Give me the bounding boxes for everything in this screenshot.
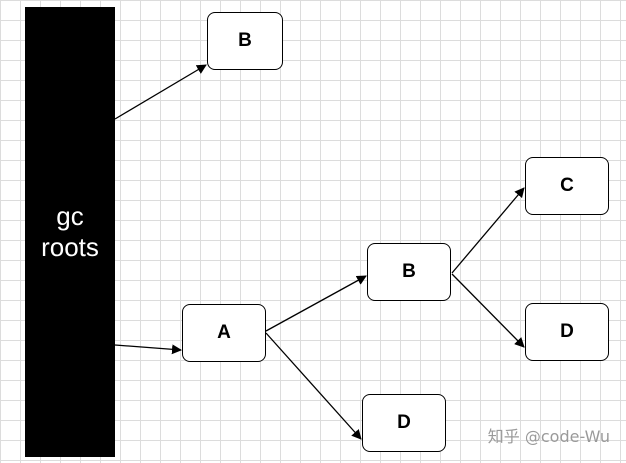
node-d-right-label: D — [560, 321, 574, 342]
gc-roots-label-line1: gc — [56, 201, 84, 231]
node-b-mid-label: B — [402, 261, 416, 282]
node-c-label: C — [560, 175, 574, 196]
edge-b-mid-to-d-right — [451, 273, 525, 348]
node-a-label: A — [217, 322, 231, 343]
edge-b-mid-to-c — [451, 187, 525, 274]
node-d-bottom: D — [362, 394, 446, 452]
edge-a-to-b-mid — [265, 275, 367, 332]
gc-roots-block: gc roots — [25, 7, 115, 457]
node-b-mid: B — [367, 243, 451, 301]
gc-roots-label-line2: roots — [41, 232, 99, 262]
node-b-top: B — [207, 12, 283, 70]
node-b-top-label: B — [238, 30, 252, 51]
edge-roots-to-b-top — [114, 64, 207, 120]
edge-roots-to-a — [114, 344, 182, 355]
node-d-bottom-label: D — [397, 412, 411, 433]
node-a: A — [182, 304, 266, 362]
node-d-right: D — [525, 303, 609, 361]
node-c: C — [525, 157, 609, 215]
watermark: 知乎 @code-Wu — [487, 427, 610, 446]
edge-a-to-d-bottom — [265, 332, 362, 440]
